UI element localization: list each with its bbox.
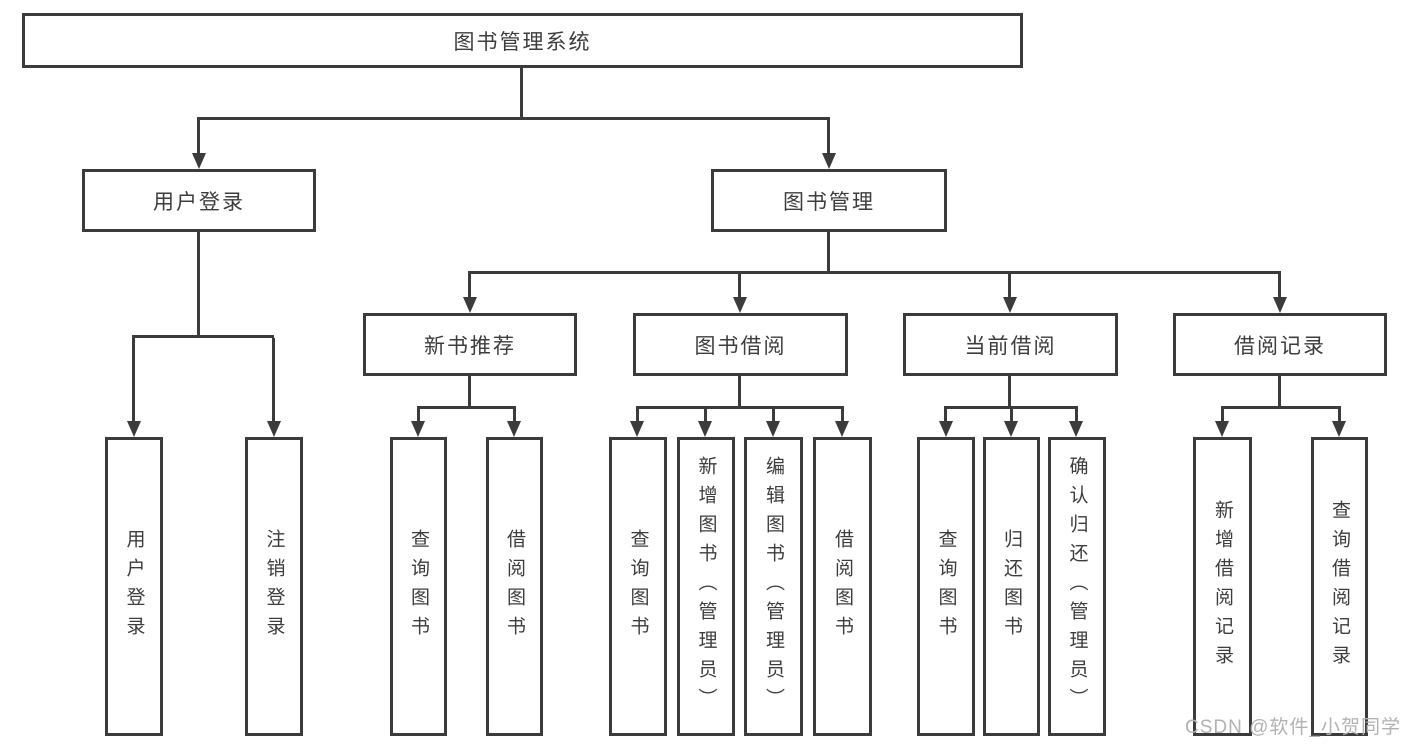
arrow-down-icon <box>766 421 780 437</box>
leaf-label: 确认归还（管理员） <box>1066 456 1088 717</box>
connector-line <box>1075 409 1078 421</box>
node-label: 图书管理 <box>783 190 875 214</box>
node-user-login: 用户登录 <box>82 169 316 232</box>
connector-line <box>1278 274 1281 297</box>
connector-line <box>944 409 947 421</box>
arrow-down-icon <box>1003 297 1017 313</box>
connector-line <box>132 338 135 421</box>
leaf-label: 归还图书 <box>1001 528 1022 645</box>
node-label: 图书借阅 <box>694 334 787 358</box>
leaf-label: 注销登录 <box>263 528 285 645</box>
leaf-borrow-books-2: 借阅图书 <box>813 437 872 736</box>
arrow-down-icon <box>1332 421 1346 437</box>
node-new-book-recommendation: 新书推荐 <box>363 313 577 376</box>
node-label: 图书管理系统 <box>453 30 592 54</box>
connector-line <box>132 335 274 338</box>
arrow-down-icon <box>192 153 206 169</box>
connector-line <box>1338 409 1341 421</box>
connector-line <box>468 274 471 297</box>
leaf-label: 借阅图书 <box>832 528 853 645</box>
arrow-down-icon <box>939 421 953 437</box>
leaf-add-borrow-record: 新增借阅记录 <box>1193 437 1252 736</box>
node-book-management: 图书管理 <box>711 169 947 232</box>
connector-line <box>513 409 516 421</box>
leaf-query-books-3: 查询图书 <box>917 437 975 736</box>
connector-line <box>827 232 830 271</box>
arrow-down-icon <box>630 421 644 437</box>
connector-line <box>841 409 844 421</box>
leaf-add-book-admin: 新增图书（管理员） <box>677 437 735 736</box>
leaf-query-borrow-record: 查询借阅记录 <box>1311 437 1368 736</box>
leaf-label: 编辑图书（管理员） <box>763 456 784 717</box>
node-root-system: 图书管理系统 <box>22 13 1023 68</box>
connector-line <box>636 409 639 421</box>
leaf-label: 查询图书 <box>935 528 957 645</box>
arrow-down-icon <box>507 421 521 437</box>
node-book-borrowing: 图书借阅 <box>633 313 848 376</box>
arrow-down-icon <box>733 297 747 313</box>
leaf-label: 新增图书（管理员） <box>695 456 717 717</box>
arrow-down-icon <box>1069 421 1083 437</box>
leaf-query-books-2: 查询图书 <box>609 437 667 736</box>
leaf-label: 查询借阅记录 <box>1329 499 1350 674</box>
watermark: CSDN @软件_小贺同学 <box>1185 717 1401 738</box>
arrow-down-icon <box>698 421 712 437</box>
connector-line <box>1221 406 1341 409</box>
arrow-down-icon <box>1004 421 1018 437</box>
connector-line <box>772 409 775 421</box>
leaf-logout: 注销登录 <box>245 437 303 736</box>
arrow-down-icon <box>127 421 141 437</box>
connector-line <box>468 271 1281 274</box>
node-label: 新书推荐 <box>424 334 516 358</box>
leaf-label: 查询图书 <box>627 528 649 645</box>
leaf-return-book: 归还图书 <box>983 437 1040 736</box>
connector-line <box>468 376 471 406</box>
node-borrowing-records: 借阅记录 <box>1173 313 1387 376</box>
connector-line <box>636 406 844 409</box>
connector-line <box>417 409 420 421</box>
connector-line <box>738 376 741 406</box>
node-label: 当前借阅 <box>964 334 1057 358</box>
leaf-user-login: 用户登录 <box>105 437 163 736</box>
connector-line <box>272 338 275 421</box>
arrow-down-icon <box>267 421 281 437</box>
connector-line <box>944 406 1078 409</box>
leaf-label: 用户登录 <box>123 528 145 645</box>
connector-line <box>1008 274 1011 297</box>
node-label: 借阅记录 <box>1234 334 1326 358</box>
arrow-down-icon <box>411 421 425 437</box>
arrow-down-icon <box>835 421 849 437</box>
connector-line <box>197 117 830 120</box>
leaf-label: 借阅图书 <box>504 528 525 645</box>
leaf-borrow-books-1: 借阅图书 <box>486 437 543 736</box>
leaf-label: 新增借阅记录 <box>1212 499 1233 674</box>
connector-line <box>738 274 741 297</box>
arrow-down-icon <box>463 297 477 313</box>
connector-line <box>1221 409 1224 421</box>
arrow-down-icon <box>822 153 836 169</box>
node-label: 用户登录 <box>153 190 245 214</box>
connector-line <box>1010 409 1013 421</box>
connector-line <box>1008 376 1011 406</box>
connector-line <box>417 406 516 409</box>
arrow-down-icon <box>1215 421 1229 437</box>
leaf-label: 查询图书 <box>408 528 429 645</box>
leaf-edit-book-admin: 编辑图书（管理员） <box>744 437 803 736</box>
connector-line <box>520 68 523 117</box>
leaf-query-books-1: 查询图书 <box>390 437 447 736</box>
arrow-down-icon <box>1273 297 1287 313</box>
connector-line <box>197 232 200 335</box>
connector-line <box>1278 376 1281 406</box>
connector-line <box>197 120 200 153</box>
connector-line <box>704 409 707 421</box>
connector-line <box>827 120 830 153</box>
leaf-confirm-return-admin: 确认归还（管理员） <box>1048 437 1106 736</box>
node-current-borrowing: 当前借阅 <box>903 313 1118 376</box>
